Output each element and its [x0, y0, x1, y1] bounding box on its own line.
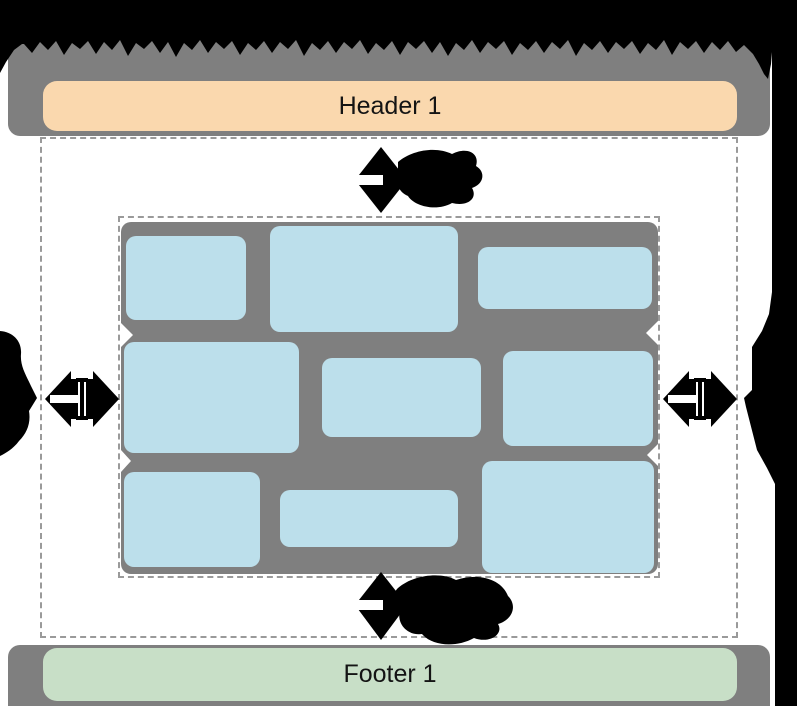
- flex-item-5: [322, 358, 481, 437]
- flex-item-2: [270, 226, 458, 332]
- flex-item-4: [124, 342, 299, 453]
- footer-bar: Footer 1: [43, 648, 737, 701]
- flex-item-1: [126, 236, 246, 320]
- flex-item-9: [482, 461, 654, 573]
- header-label: Header 1: [338, 91, 442, 120]
- flex-item-6: [503, 351, 653, 446]
- flex-item-3: [478, 247, 652, 309]
- flex-item-7: [124, 472, 260, 567]
- corrupted-left-blob: [0, 331, 37, 456]
- header-bar: Header 1: [43, 81, 737, 131]
- flex-item-8: [280, 490, 458, 547]
- footer-label: Footer 1: [343, 660, 437, 688]
